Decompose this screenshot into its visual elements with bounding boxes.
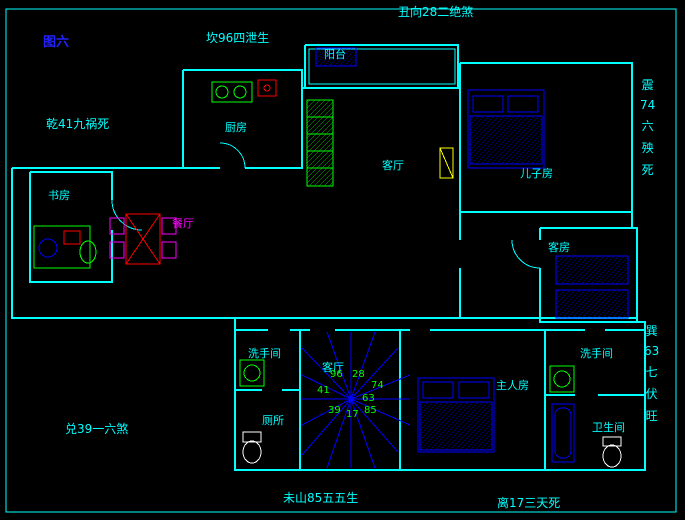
annotation-right-bottom-vertical: 巽 63 七 伏 旺 <box>644 322 659 424</box>
bed-icon-guest-1 <box>555 255 629 285</box>
bathtub-icon <box>551 403 575 463</box>
room-label-stair-hall: 客厅 <box>322 361 344 374</box>
desk-icon <box>33 225 97 269</box>
xun-line: 巽 <box>645 324 658 338</box>
walls <box>11 44 646 471</box>
room-label-toilet: 厕所 <box>262 414 284 427</box>
annotation-right-top-vertical: 震 74 六 殃 死 <box>640 76 655 178</box>
compass-number: 39 <box>328 405 341 416</box>
annotation-bottom-right: 离17三天死 <box>497 496 561 510</box>
room-label-kitchen: 厨房 <box>225 121 247 134</box>
bed-icon-master <box>417 377 495 453</box>
room-label-washroom-left: 洗手间 <box>248 347 281 360</box>
xun-line: 旺 <box>645 409 658 423</box>
annotation-top-center: 丑向28二绝煞 <box>398 5 474 19</box>
room-label-guest-room: 客房 <box>548 241 570 254</box>
zhen-line: 六 <box>641 119 654 133</box>
compass-number: 63 <box>362 393 375 404</box>
washbasin-icon-right <box>549 365 575 393</box>
compass-number: 74 <box>371 380 384 391</box>
annotation-top-left: 坎96四泄生 <box>206 31 270 45</box>
room-label-son-room: 儿子房 <box>520 167 553 180</box>
zhen-line: 殃 <box>641 141 654 155</box>
compass-number: 28 <box>352 369 365 380</box>
xun-line: 七 <box>645 365 658 379</box>
room-label-study: 书房 <box>48 189 70 202</box>
compass-number: 41 <box>317 385 330 396</box>
toilet-icon-left <box>242 431 262 464</box>
figure-number-label: 图六 <box>43 35 70 50</box>
compass-number: 17 <box>346 409 359 420</box>
washbasin-icon-left <box>239 359 265 387</box>
room-label-bathroom: 卫生间 <box>592 421 625 434</box>
microwave-icon <box>257 79 277 97</box>
xun-line: 伏 <box>645 387 658 401</box>
room-label-balcony: 阳台 <box>324 48 346 61</box>
bed-icon-guest-2 <box>555 289 629 319</box>
tv-icon <box>439 147 454 179</box>
annotation-bottom-center: 未山85五五生 <box>283 491 359 505</box>
zhen-line: 震 <box>641 78 654 92</box>
room-label-dining-room: 餐厅 <box>172 217 194 230</box>
dining-table-icon <box>109 213 177 265</box>
sofa-icon <box>306 99 334 187</box>
room-label-master-room: 主人房 <box>496 379 529 392</box>
xun-line: 63 <box>644 344 660 358</box>
annotation-left: 乾41九祸死 <box>46 117 110 131</box>
compass-number: 96 <box>330 369 343 380</box>
stove-icon <box>211 81 253 103</box>
zhen-line: 74 <box>640 98 656 112</box>
balcony-railing <box>308 47 456 85</box>
zhen-line: 死 <box>641 163 654 177</box>
annotation-bottom-left: 兑39一六煞 <box>65 422 129 436</box>
drawing-border <box>5 8 677 513</box>
room-label-washroom-right: 洗手间 <box>580 347 613 360</box>
room-label-living-room: 客厅 <box>382 159 404 172</box>
bed-icon-son <box>467 89 545 169</box>
toilet-icon-right <box>602 436 622 468</box>
compass-number: 85 <box>364 405 377 416</box>
staircase-radial <box>301 331 411 469</box>
